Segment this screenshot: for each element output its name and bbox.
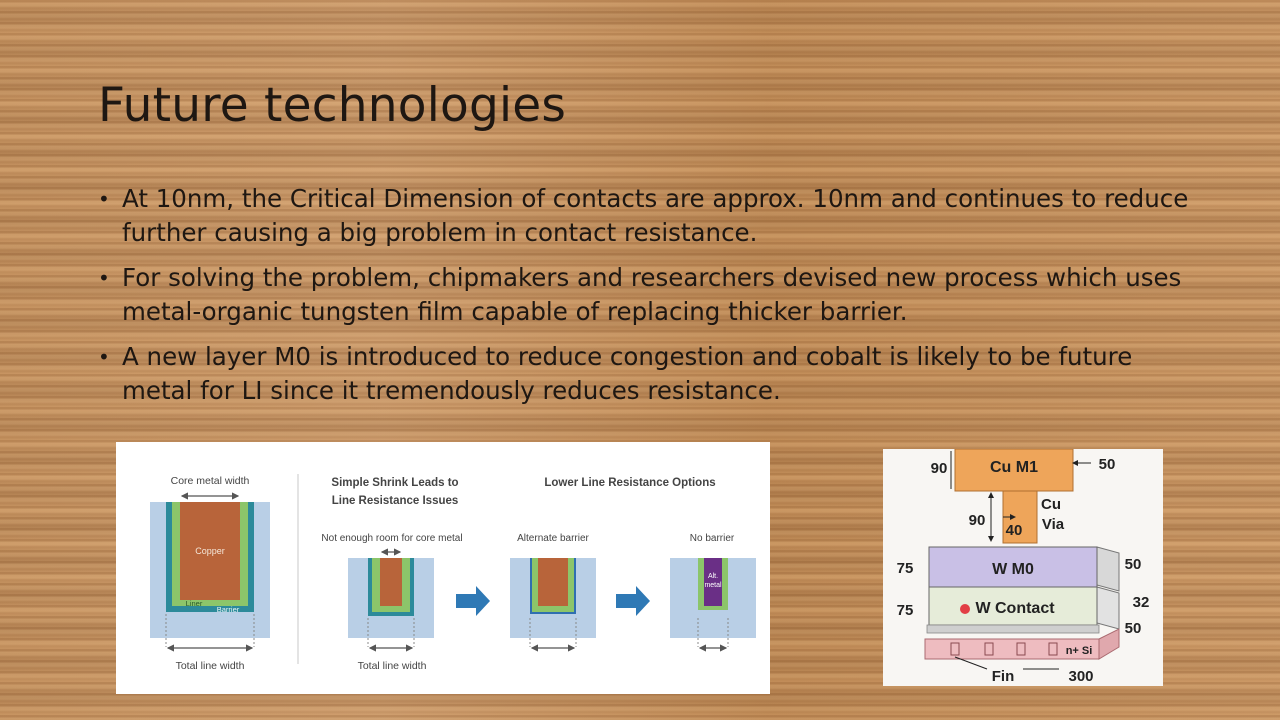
- pointer-dot-icon: [960, 604, 970, 614]
- fin-marker: [950, 642, 960, 656]
- bullet-item: • At 10nm, the Critical Dimension of cont…: [98, 182, 1198, 250]
- copper-core: [380, 558, 402, 606]
- fin-marker: [1016, 642, 1026, 656]
- w-m0-block: [928, 546, 1098, 588]
- barrier-strip: [926, 624, 1100, 634]
- line-resistance-figure: Core metal width Copper Liner Barrier To…: [116, 442, 770, 694]
- fin-leader-line: [954, 656, 988, 670]
- copper-core: [180, 502, 240, 600]
- cu-m1-label: Cu M1: [990, 459, 1038, 476]
- options-title: Lower Line Resistance Options: [544, 477, 715, 489]
- dim-50-top: 50: [1099, 456, 1116, 473]
- cu-via-label-line2: Via: [1042, 516, 1065, 533]
- fin-label: Fin: [992, 668, 1015, 685]
- bullet-list: • At 10nm, the Critical Dimension of cont…: [98, 182, 1198, 419]
- cu-via-label-line1: Cu: [1041, 496, 1061, 513]
- bullet-text: At 10nm, the Critical Dimension of conta…: [122, 184, 1189, 247]
- barrier-label: Barrier: [217, 605, 240, 614]
- bullet-dot: •: [98, 345, 110, 369]
- dim-90-top: 90: [931, 460, 948, 477]
- contact-side-face: [1096, 586, 1120, 630]
- dim-50-m0: 50: [1125, 556, 1142, 573]
- total-line-width-label: Total line width: [176, 660, 245, 672]
- dim-40: 40: [1006, 522, 1023, 539]
- shrink-title-line2: Line Resistance Issues: [332, 495, 459, 507]
- shrink-title-line1: Simple Shrink Leads to: [331, 477, 458, 489]
- si-side-face: [1098, 628, 1120, 660]
- n-si-label: n+ Si: [1066, 645, 1093, 657]
- no-barrier-label: No barrier: [690, 533, 735, 544]
- bullet-dot: •: [98, 187, 110, 211]
- alternate-barrier-label: Alternate barrier: [517, 533, 589, 544]
- dim-75-contact: 75: [897, 602, 914, 619]
- cu-m1-block: [954, 448, 1074, 492]
- liner-label: Liner: [186, 599, 203, 608]
- fin-marker: [1048, 642, 1058, 656]
- dim-300: 300: [1068, 668, 1093, 685]
- not-enough-room-label: Not enough room for core metal: [321, 533, 462, 544]
- copper-core: [538, 558, 568, 606]
- core-metal-width-label: Core metal width: [171, 475, 250, 487]
- right-arrow-icon: [616, 586, 650, 616]
- bullet-item: • For solving the problem, chipmakers and…: [98, 261, 1198, 329]
- n-si-block: [924, 638, 1100, 660]
- bullet-item: • A new layer M0 is introduced to reduce …: [98, 340, 1198, 408]
- right-arrow-icon: [456, 586, 490, 616]
- dim-75-m0: 75: [897, 560, 914, 577]
- alt-metal-label-line2: metal: [704, 582, 722, 589]
- m0-side-face: [1096, 546, 1120, 592]
- w-m0-label: W M0: [992, 561, 1034, 578]
- contact-stack-figure: Cu M1 90 50 Cu Via 90 40 W M0 75 50 W Co…: [883, 448, 1163, 686]
- dim-90-via: 90: [969, 512, 986, 529]
- line-resistance-diagram: Core metal width Copper Liner Barrier To…: [150, 474, 756, 672]
- copper-label: Copper: [195, 546, 225, 556]
- alt-metal-label-line1: Alt.: [708, 573, 718, 580]
- bullet-text: A new layer M0 is introduced to reduce c…: [122, 342, 1133, 405]
- bullet-text: For solving the problem, chipmakers and …: [122, 263, 1182, 326]
- fin-marker: [984, 642, 994, 656]
- total-line-width-label: Total line width: [358, 660, 427, 672]
- bullet-dot: •: [98, 266, 110, 290]
- w-contact-block: [928, 586, 1098, 626]
- dim-32: 32: [1133, 594, 1150, 611]
- w-contact-label: W Contact: [975, 600, 1055, 617]
- alt-metal-core: [704, 558, 722, 606]
- slide-title: Future technologies: [98, 78, 567, 133]
- contact-stack-diagram: Cu M1 90 50 Cu Via 90 40 W M0 75 50 W Co…: [897, 448, 1150, 685]
- dim-50-bottom: 50: [1125, 620, 1142, 637]
